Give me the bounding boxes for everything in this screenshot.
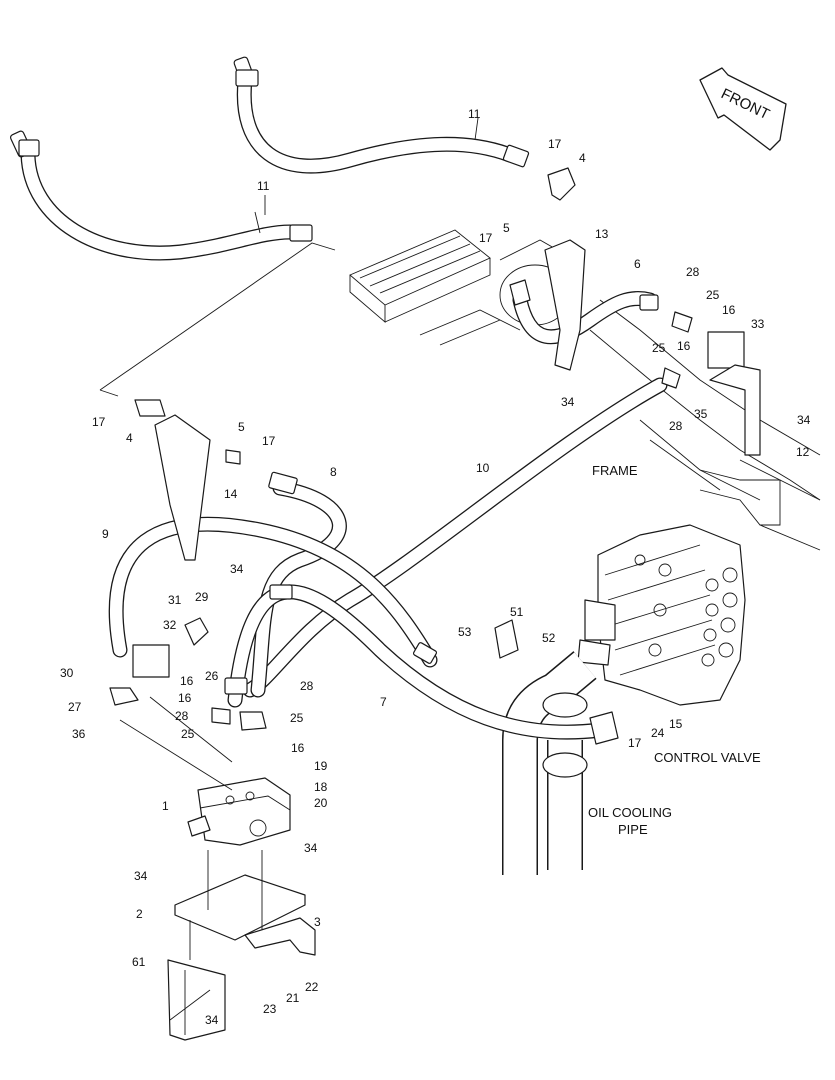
callout-label: 23: [263, 1002, 277, 1016]
callout-label: 16: [180, 674, 194, 688]
callout-label: 34: [134, 869, 148, 883]
callout-label: 17: [548, 137, 562, 151]
pilot-valve-assembly: [187, 777, 291, 846]
callout-label: 15: [669, 717, 683, 731]
callout-label: 28: [300, 679, 314, 693]
callout-label: 4: [579, 151, 586, 165]
callout-label: 11: [468, 107, 481, 121]
callout-label: 7: [380, 695, 387, 709]
callout-label: 17: [262, 434, 276, 448]
area-labels: FRAME CONTROL VALVE OIL COOLING PIPE: [588, 463, 761, 837]
callout-label: 33: [751, 317, 765, 331]
callout-label: 25: [290, 711, 304, 725]
callout-label: 16: [291, 741, 305, 755]
oil-cooling-pipe: [502, 651, 597, 875]
callout-label: 25: [706, 288, 720, 302]
control-valve-block: [577, 524, 746, 706]
callout-label: 28: [686, 265, 700, 279]
callout-label: 27: [68, 700, 82, 714]
callout-label: 22: [305, 980, 319, 994]
callout-label: 10: [476, 461, 490, 475]
callout-label: 12: [796, 445, 810, 459]
frame-label: FRAME: [592, 463, 638, 478]
leader-lines: [99, 117, 479, 960]
callout-label: 11: [257, 179, 270, 193]
brackets-13-14: [544, 239, 586, 371]
callout-label: 24: [651, 726, 665, 740]
callout-label: 36: [72, 727, 86, 741]
callout-label: 25: [181, 727, 195, 741]
callout-label: 31: [168, 593, 182, 607]
callout-label: 14: [224, 487, 238, 501]
callout-label: 17: [628, 736, 642, 750]
callout-label: 16: [722, 303, 736, 317]
callout-label: 34: [561, 395, 575, 409]
callout-label: 30: [60, 666, 74, 680]
callout-label: 3: [314, 915, 321, 929]
callout-label: 52: [542, 631, 556, 645]
callout-label: 4: [126, 431, 133, 445]
callout-label: 5: [503, 221, 510, 235]
callout-label: 16: [677, 339, 691, 353]
control-valve-label: CONTROL VALVE: [654, 750, 761, 765]
callout-label: 34: [230, 562, 244, 576]
callout-label: 28: [669, 419, 683, 433]
callout-label: 61: [132, 955, 146, 969]
callout-label: 2: [136, 907, 143, 921]
callout-label: 34: [205, 1013, 219, 1027]
callout-label: 19: [314, 759, 328, 773]
callout-label: 17: [92, 415, 106, 429]
oil-cooling-pipe-label-line1: OIL COOLING: [588, 805, 672, 820]
callout-label: 8: [330, 465, 337, 479]
callout-label: 51: [510, 605, 524, 619]
callout-label: 16: [178, 691, 192, 705]
callout-label: 9: [102, 527, 109, 541]
callout-label: 6: [634, 257, 641, 271]
callout-labels: 11 17 4 11 5 17 13 6 28 25 16 33 25 16 3…: [60, 107, 811, 1027]
callout-label: 34: [797, 413, 811, 427]
callout-label: 13: [595, 227, 609, 241]
oil-cooling-pipe-label-line2: PIPE: [618, 822, 648, 837]
callout-label: 28: [175, 709, 189, 723]
front-direction-arrow: FRONT: [699, 67, 787, 151]
mounting-brackets: [167, 874, 316, 1041]
callout-label: 25: [652, 341, 666, 355]
fittings: [9, 56, 761, 745]
callout-label: 1: [162, 799, 169, 813]
callout-label: 21: [286, 991, 300, 1005]
callout-label: 20: [314, 796, 328, 810]
callout-label: 5: [238, 420, 245, 434]
callout-label: 26: [205, 669, 219, 683]
callout-label: 17: [479, 231, 493, 245]
control-valve-ports: [634, 554, 738, 667]
callout-label: 34: [304, 841, 318, 855]
callout-label: 32: [163, 618, 177, 632]
hoses: [20, 72, 668, 740]
callout-label: 29: [195, 590, 209, 604]
callout-label: 35: [694, 407, 708, 421]
callout-label: 53: [458, 625, 472, 639]
callout-label: 18: [314, 780, 328, 794]
